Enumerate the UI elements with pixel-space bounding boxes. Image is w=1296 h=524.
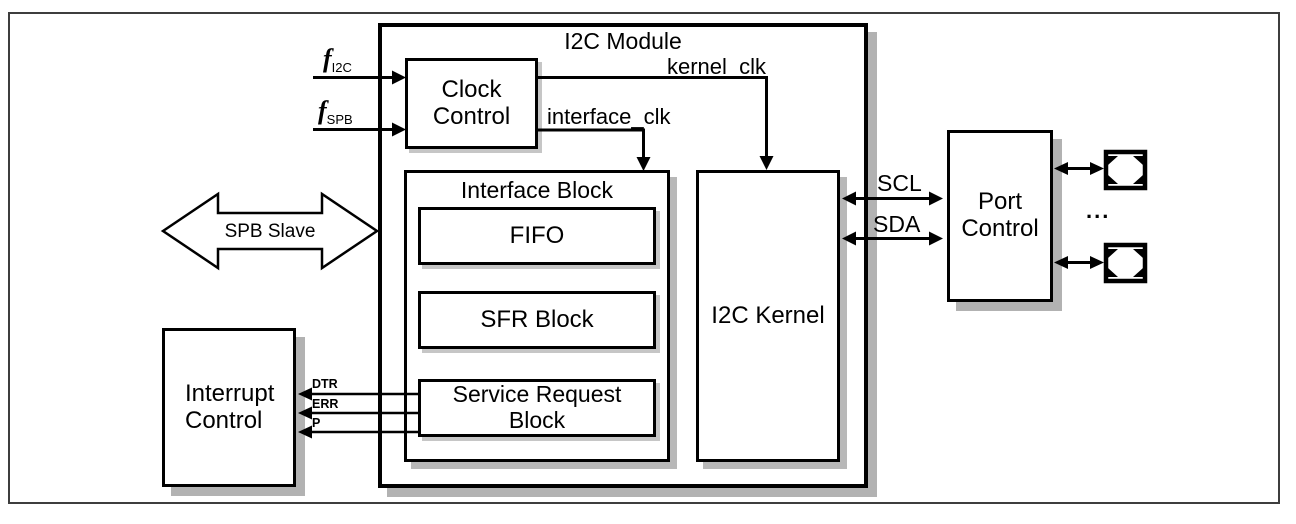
fifo-box: FIFO [418, 207, 656, 265]
port-control-box: Port Control [947, 130, 1053, 302]
f-spb-label: fSPB [318, 96, 353, 127]
clock-control-box: Clock Control [405, 58, 538, 149]
dtr-label: DTR [312, 377, 338, 391]
scl-label: SCL [877, 170, 922, 196]
sda-label: SDA [873, 211, 921, 237]
err-label: ERR [312, 397, 339, 411]
service-request-block-box: Service Request Block [418, 379, 656, 437]
interface-block-title: Interface Block [460, 177, 614, 203]
f-spb-sub: SPB [326, 112, 353, 127]
pads-ellipsis: ... [1086, 198, 1111, 223]
spb-slave-label: SPB Slave [224, 221, 316, 242]
i2c-kernel-box: I2C Kernel [696, 170, 840, 462]
f-i2c-base: f [323, 44, 332, 73]
sfr-block-box: SFR Block [418, 291, 656, 349]
kernel-clk-label: kernel_clk [666, 54, 766, 79]
f-spb-base: f [318, 96, 327, 125]
i2c-module-title: I2C Module [564, 28, 682, 54]
f-i2c-sub: I2C [331, 60, 352, 75]
interface-clk-label: interface_clk [547, 104, 671, 129]
p-label: P [312, 416, 321, 430]
interrupt-control-box: Interrupt Control [162, 328, 296, 487]
f-i2c-label: fI2C [323, 44, 352, 75]
